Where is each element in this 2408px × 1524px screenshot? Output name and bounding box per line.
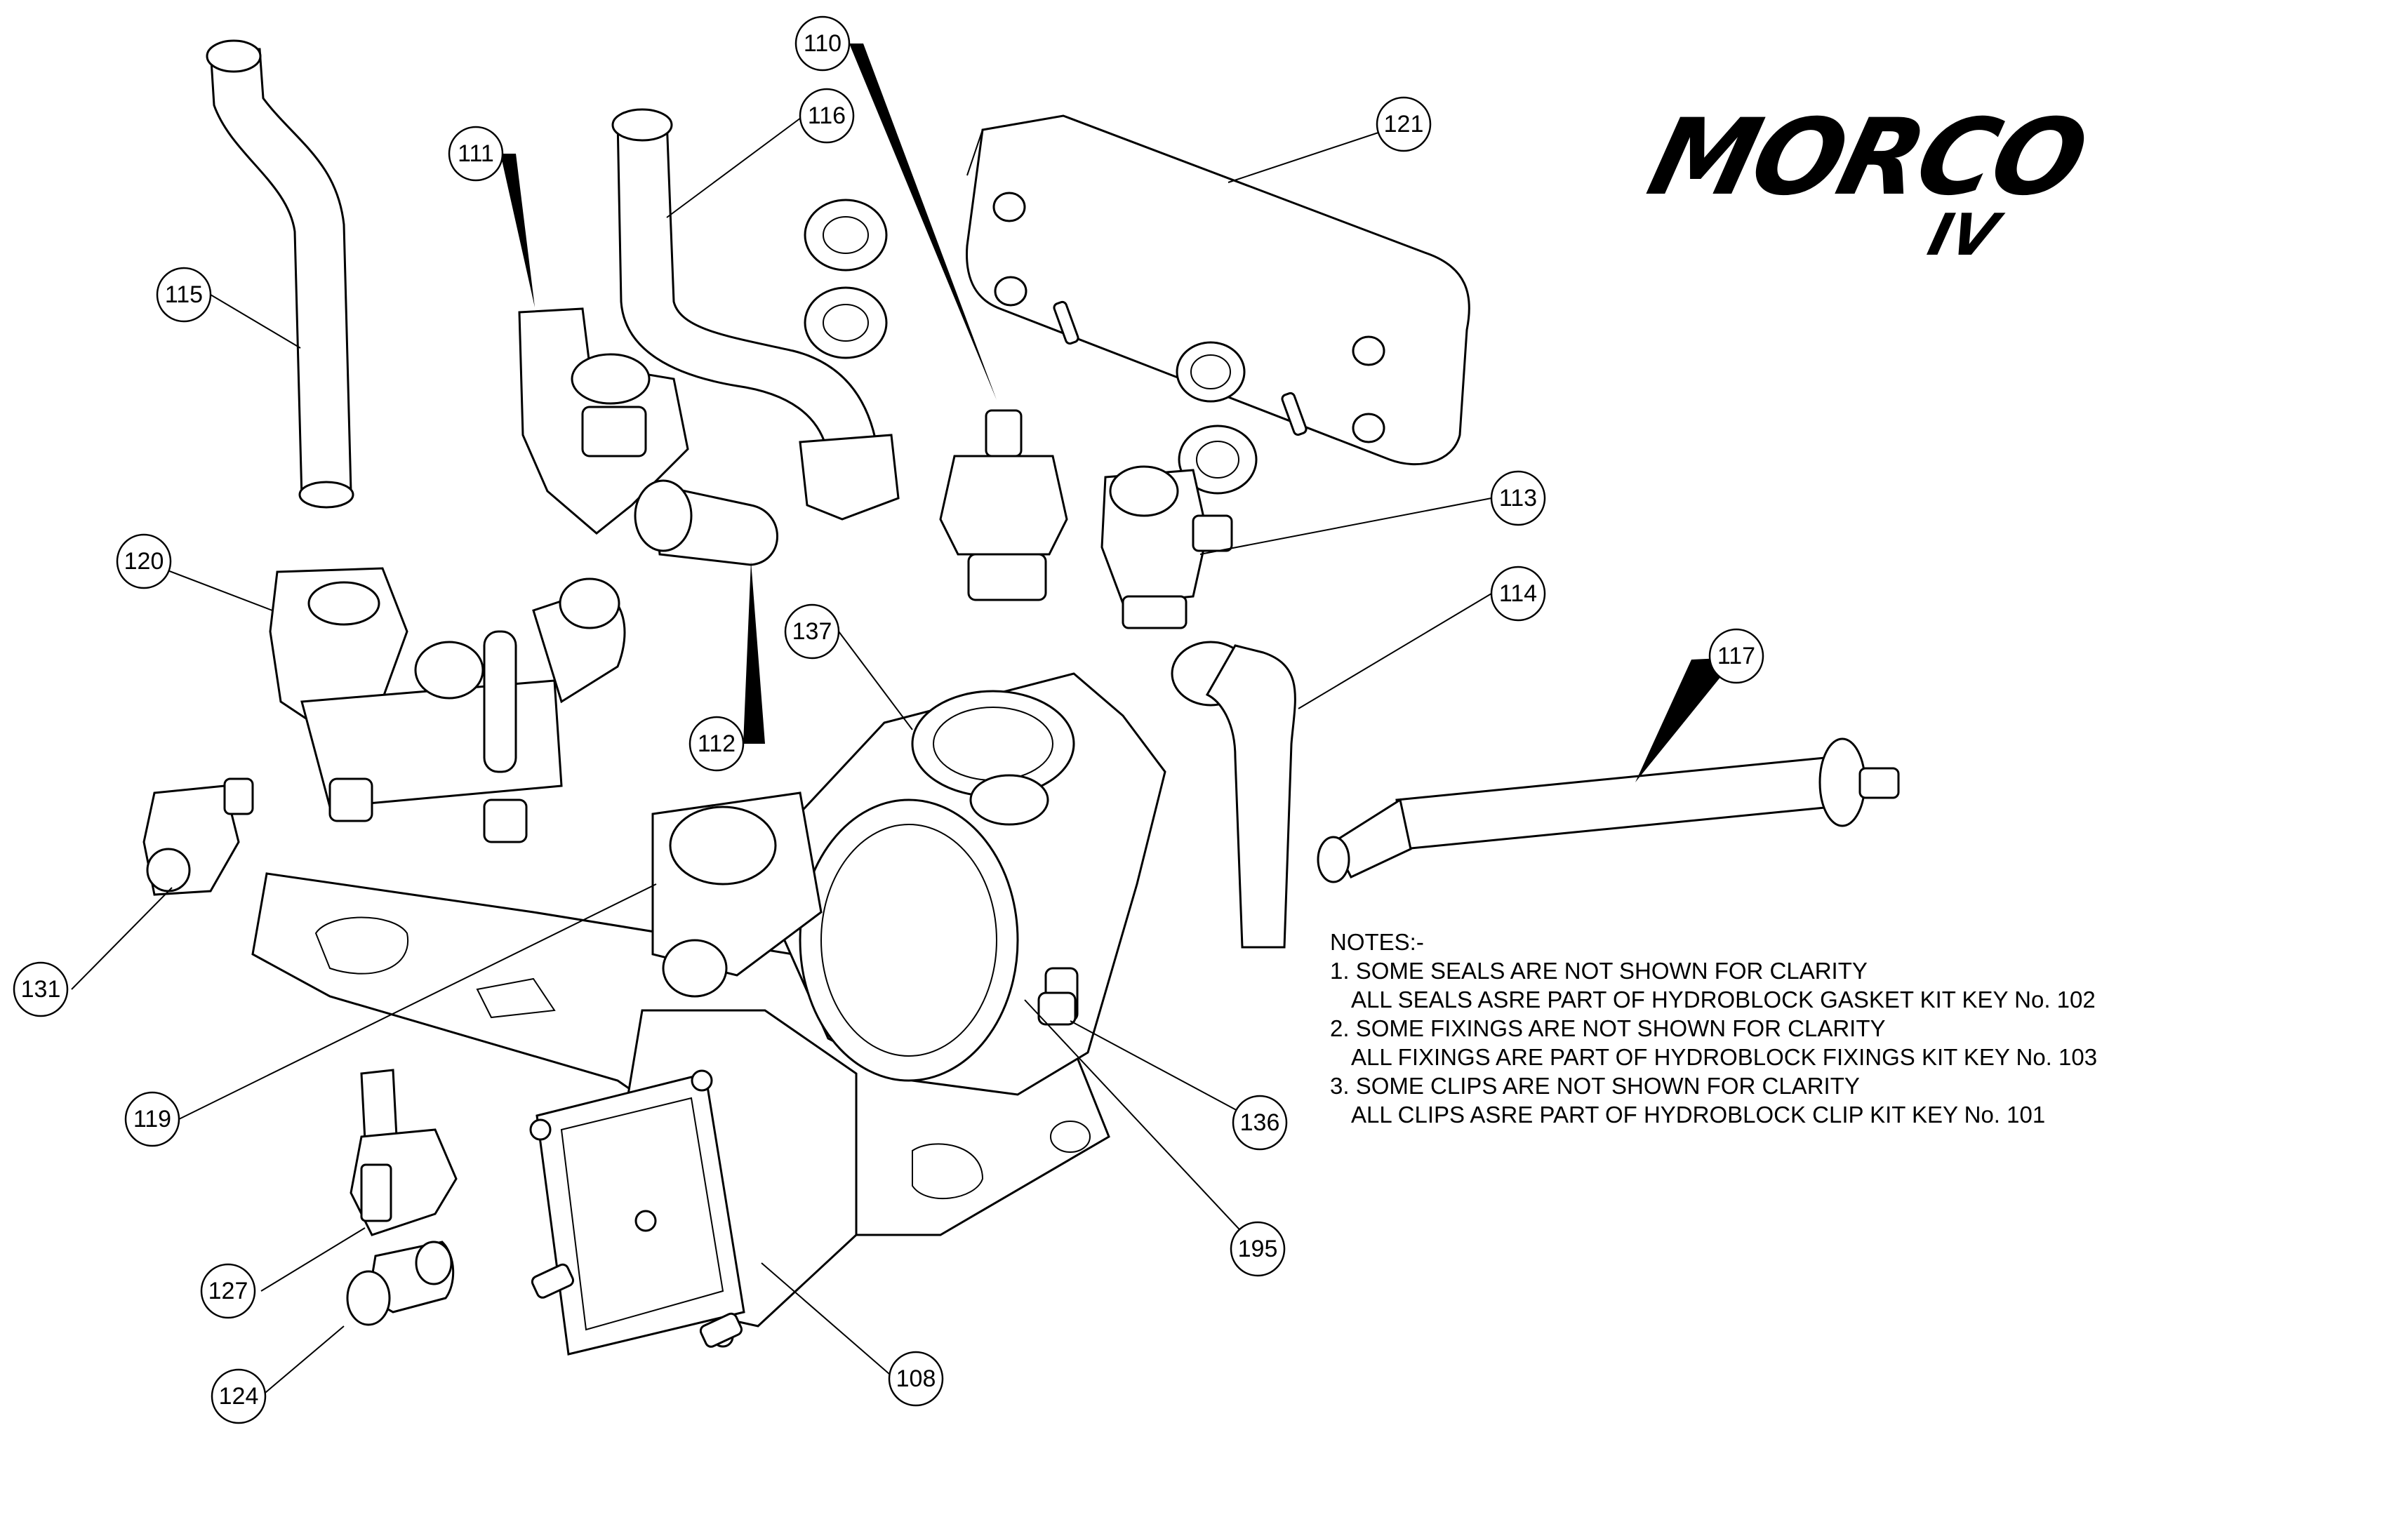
- pump-body-137: [771, 672, 1166, 1096]
- seal-ring-heat-exchanger: [1178, 425, 1258, 495]
- pressure-sensor-131: [142, 777, 254, 896]
- morco-logo: MORCO: [1637, 97, 2096, 219]
- callout-114: 114: [1499, 580, 1537, 607]
- callouts: 110 111 112 113 114 115 116 117 119 120 …: [13, 15, 1764, 1424]
- callout-117: 117: [1717, 643, 1755, 669]
- manifold-120: [269, 567, 626, 843]
- note-3-detail: ALL CLIPS ASRE PART OF HYDROBLOCK CLIP K…: [1351, 1102, 2046, 1128]
- seal-ring-upper: [804, 199, 888, 272]
- callout-111: 111: [458, 140, 494, 167]
- callout-108: 108: [896, 1365, 936, 1392]
- callout-110: 110: [804, 30, 842, 57]
- diverter-valve-111: [518, 307, 778, 566]
- pipe-114: [1171, 641, 1296, 949]
- sensor-124: [346, 1241, 455, 1326]
- note-2: 2. SOME FIXINGS ARE NOT SHOWN FOR CLARIT…: [1330, 1015, 1886, 1041]
- fitting-136: [1037, 991, 1077, 1026]
- pipe-116: [611, 108, 900, 521]
- callout-124: 124: [219, 1383, 259, 1410]
- pump-motor-108: [529, 1009, 858, 1356]
- notes-block: NOTES:- 1. SOME SEALS ARE NOT SHOWN FOR …: [1330, 928, 2097, 1129]
- pressure-relief-valve-113: [1100, 465, 1233, 629]
- callout-131: 131: [21, 976, 61, 1003]
- note-3: 3. SOME CLIPS ARE NOT SHOWN FOR CLARITY: [1330, 1073, 1860, 1099]
- callout-121: 121: [1384, 111, 1424, 138]
- callout-195: 195: [1238, 1236, 1278, 1262]
- note-1: 1. SOME SEALS ARE NOT SHOWN FOR CLARITY: [1330, 958, 1868, 984]
- seal-ring-lower: [804, 286, 888, 359]
- connector-block-119: [651, 791, 823, 998]
- callout-127: 127: [208, 1278, 248, 1304]
- callout-112: 112: [698, 730, 736, 757]
- notes-heading: NOTES:-: [1330, 929, 1424, 955]
- callout-113: 113: [1499, 485, 1537, 512]
- temperature-sensor-127: [350, 1069, 458, 1236]
- callout-116: 116: [808, 102, 846, 129]
- flexible-hose-117: [1317, 737, 1900, 883]
- callout-120: 120: [124, 548, 164, 575]
- note-1-detail: ALL SEALS ASRE PART OF HYDROBLOCK GASKET…: [1351, 987, 2096, 1012]
- note-2-detail: ALL FIXINGS ARE PART OF HYDROBLOCK FIXIN…: [1351, 1044, 2098, 1070]
- callout-115: 115: [165, 281, 203, 308]
- callout-137: 137: [792, 618, 832, 645]
- auto-air-vent-110: [939, 409, 1068, 601]
- leader-lines: [71, 44, 1736, 1397]
- callout-119: 119: [133, 1106, 171, 1132]
- pipe-115: [206, 39, 354, 509]
- callout-136: 136: [1240, 1109, 1280, 1136]
- heat-exchanger-121: [966, 114, 1470, 465]
